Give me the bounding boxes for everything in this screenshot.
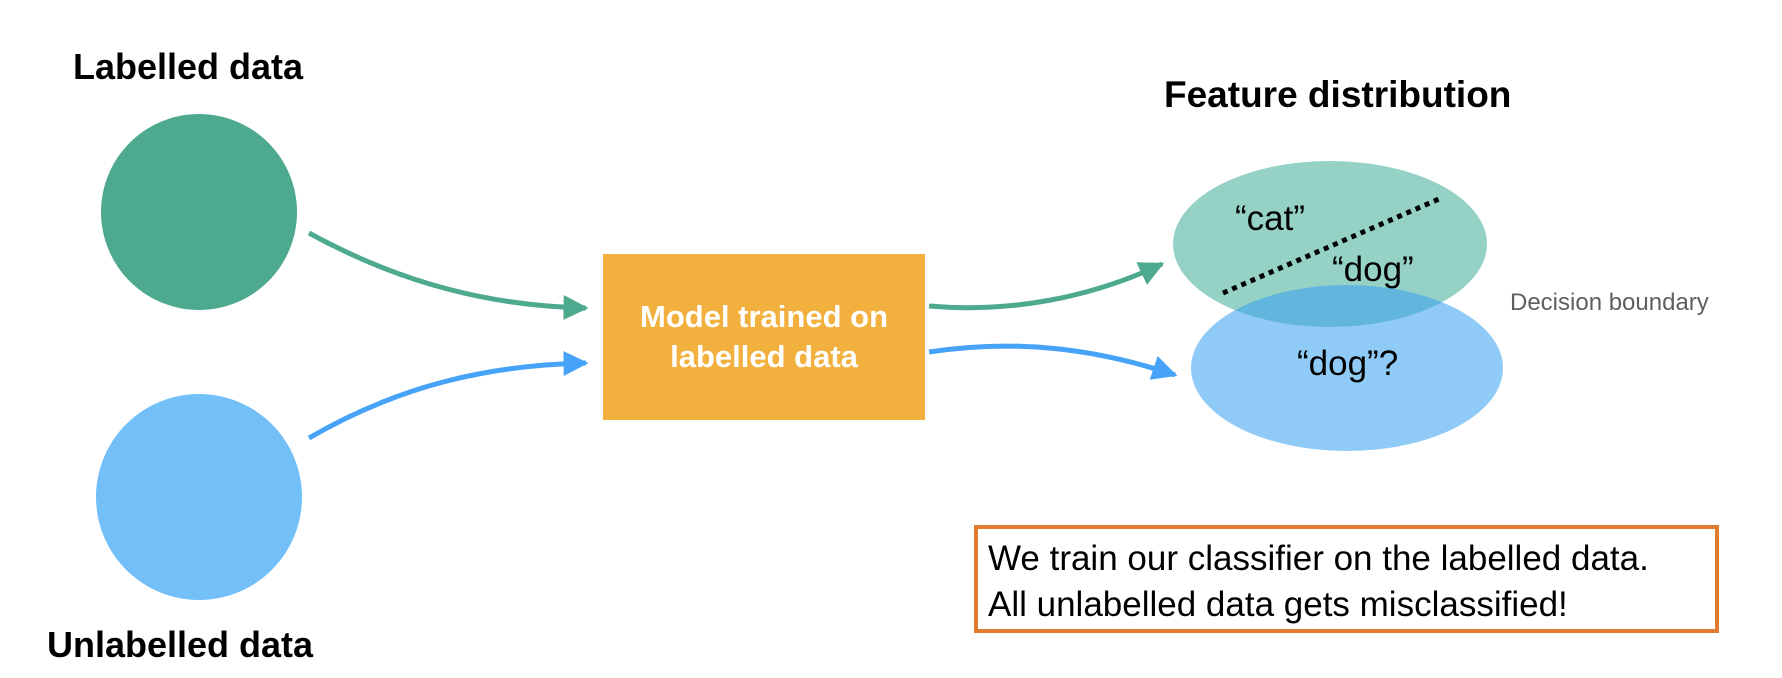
model-box bbox=[603, 254, 925, 420]
unlabelled-prediction-label: “dog”? bbox=[1297, 344, 1398, 383]
model-to-labelled-features-arrow bbox=[928, 261, 1165, 311]
labelled-data-heading: Labelled data bbox=[73, 46, 304, 87]
model-to-unlabelled-features-arrow bbox=[928, 343, 1178, 380]
model-box-label-line2: labelled data bbox=[670, 339, 859, 374]
unlabelled-data-circle bbox=[96, 394, 302, 600]
labelled-data-circle bbox=[101, 114, 297, 310]
labelled-to-model-arrow bbox=[307, 230, 589, 321]
unlabelled-to-model-arrow bbox=[307, 350, 589, 441]
labelled-feature-region bbox=[1173, 161, 1487, 327]
unlabelled-feature-region bbox=[1191, 285, 1503, 451]
dog-class-label: “dog” bbox=[1332, 250, 1414, 289]
conclusion-note-line1: We train our classifier on the labelled … bbox=[988, 539, 1649, 578]
unlabelled-data-heading: Unlabelled data bbox=[47, 624, 314, 665]
cat-class-label: “cat” bbox=[1235, 199, 1305, 238]
feature-distribution-title: Feature distribution bbox=[1164, 74, 1511, 115]
conclusion-note-line2: All unlabelled data gets misclassified! bbox=[988, 585, 1568, 624]
model-box-label-line1: Model trained on bbox=[640, 299, 888, 334]
conclusion-note: We train our classifier on the labelled … bbox=[974, 525, 1719, 633]
decision-boundary-annotation: Decision boundary bbox=[1510, 289, 1709, 316]
